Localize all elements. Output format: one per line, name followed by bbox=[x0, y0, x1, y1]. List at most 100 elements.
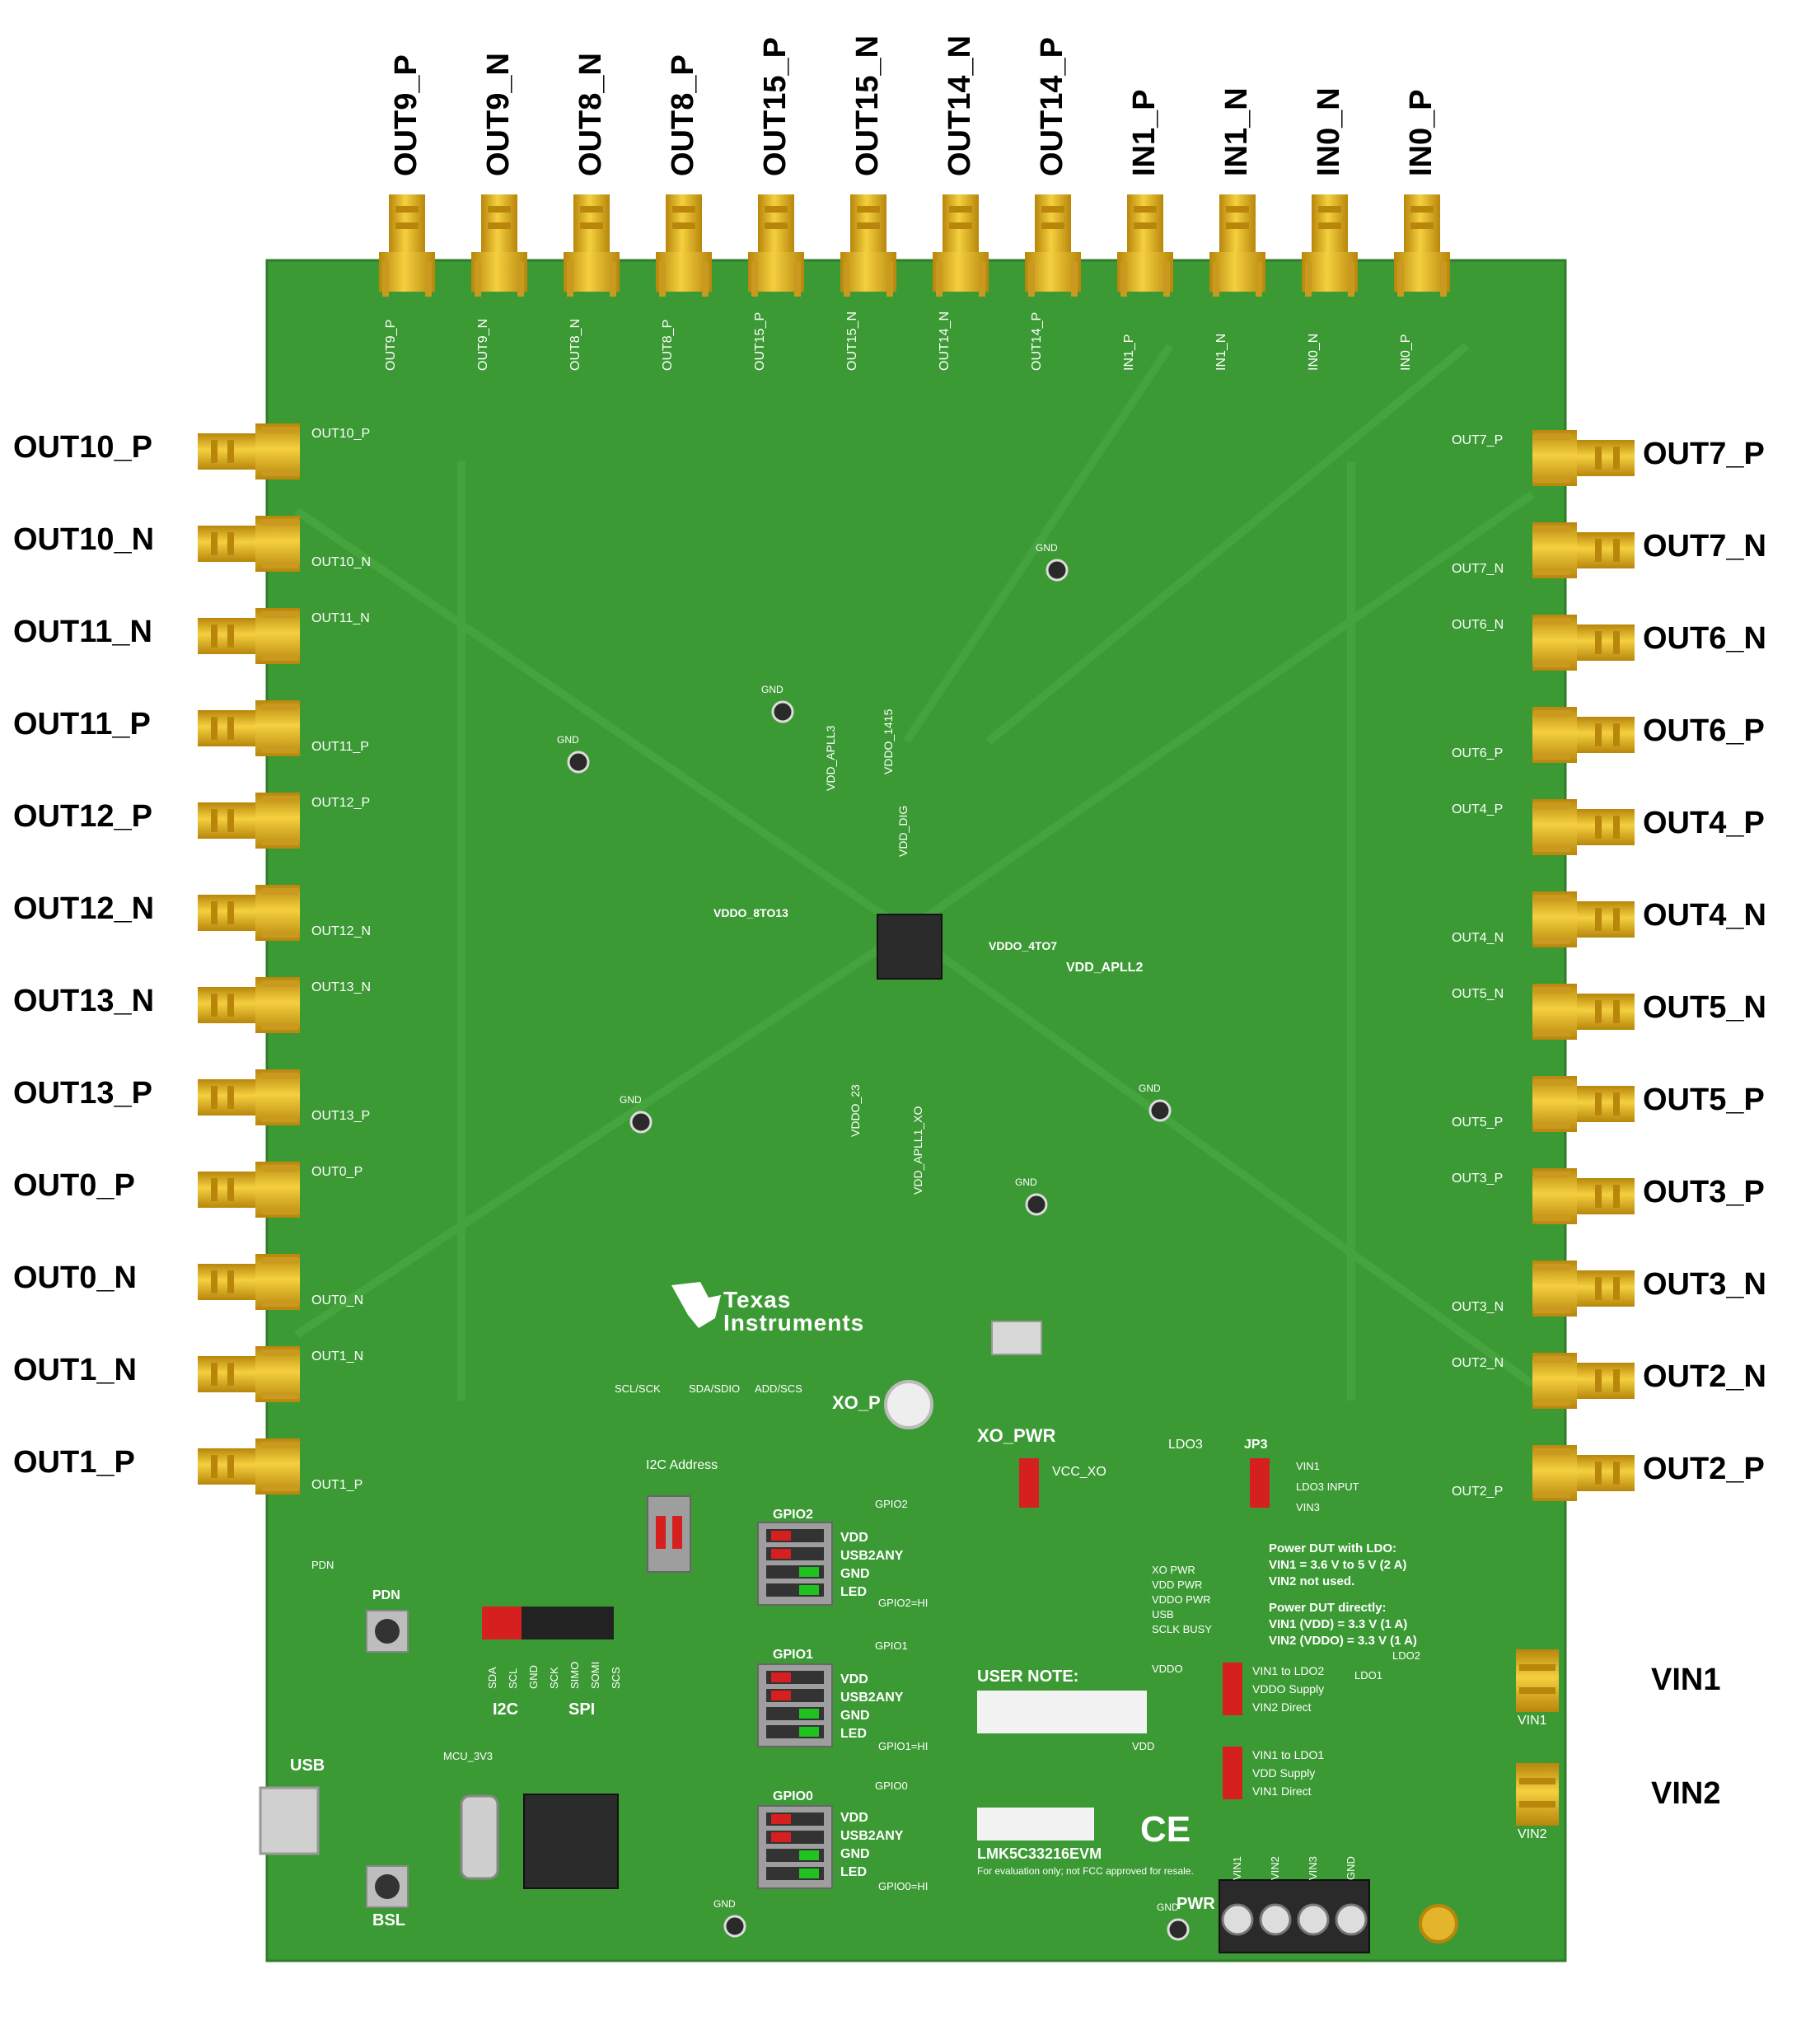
left-silk-out12-n: OUT12_N bbox=[311, 924, 372, 938]
gnd-silk-label: GND bbox=[557, 734, 579, 746]
sma-connector-out2-p bbox=[1532, 1445, 1635, 1501]
vdd-dig-label: VDD_DIG bbox=[896, 805, 910, 857]
name-box bbox=[977, 1808, 1094, 1841]
sma-connector-in0-n bbox=[1302, 194, 1358, 297]
gnd-silk-label: GND bbox=[620, 1094, 642, 1106]
right-silk-out5-n: OUT5_N bbox=[1452, 987, 1504, 1001]
gpio2-gnd: GND bbox=[840, 1567, 870, 1581]
jp2-ldo2-label: VIN1 to LDO2 bbox=[1252, 1664, 1325, 1677]
vin-label-vin2: VIN2 bbox=[1651, 1776, 1721, 1811]
vin-silk-vin1: VIN1 bbox=[1518, 1714, 1547, 1728]
gnd-test-point bbox=[567, 751, 590, 774]
terminal-label-gnd: GND bbox=[1345, 1856, 1357, 1880]
gpio0-tp: GPIO0 bbox=[875, 1780, 908, 1792]
top-silk-out8-p: OUT8_P bbox=[661, 319, 675, 371]
gpio1-label: GPIO1 bbox=[773, 1648, 813, 1662]
top-label-in1-n: IN1_N bbox=[1219, 87, 1254, 176]
top-label-in1-p: IN1_P bbox=[1127, 89, 1162, 176]
left-label-out0-n: OUT0_N bbox=[13, 1261, 137, 1295]
jp3-header bbox=[1250, 1458, 1270, 1508]
gpio2-usb2any: USB2ANY bbox=[840, 1549, 904, 1563]
right-label-out7-n: OUT7_N bbox=[1643, 529, 1766, 564]
board-disclaimer: For evaluation only; not FCC approved fo… bbox=[977, 1865, 1194, 1877]
gpio2-dip-switch bbox=[757, 1522, 833, 1606]
gnd-silk-label: GND bbox=[1139, 1083, 1161, 1094]
right-silk-out3-p: OUT3_P bbox=[1452, 1172, 1504, 1186]
top-label-out8-p: OUT8_P bbox=[666, 54, 700, 176]
status-led-usb: USB bbox=[1152, 1608, 1174, 1621]
sma-connector-out14-p bbox=[1025, 194, 1081, 297]
i2c-label: I2C bbox=[493, 1700, 519, 1719]
gpio1-dip-switch bbox=[757, 1663, 833, 1747]
jp1-direct-label: VIN1 Direct bbox=[1252, 1784, 1312, 1798]
vddo-4to7-label: VDDO_4TO7 bbox=[989, 939, 1057, 952]
sma-connector-out1-p bbox=[198, 1438, 300, 1494]
top-silk-out15-p: OUT15_P bbox=[753, 311, 767, 371]
pdn-label: PDN bbox=[372, 1588, 400, 1602]
top-silk-out8-n: OUT8_N bbox=[568, 318, 582, 371]
gpio0-vdd: VDD bbox=[840, 1811, 868, 1825]
xo-p-label: XO_P bbox=[832, 1392, 881, 1413]
gnd-silk-label: GND bbox=[1015, 1176, 1037, 1188]
status-led-vdd-pwr: VDD PWR bbox=[1152, 1579, 1203, 1591]
left-label-out11-p: OUT11_P bbox=[13, 707, 151, 741]
left-label-out12-n: OUT12_N bbox=[13, 891, 155, 926]
left-label-out1-n: OUT1_N bbox=[13, 1353, 137, 1387]
gpio0-hi-label: GPIO0=HI bbox=[878, 1880, 929, 1892]
terminal-label-vin1: VIN1 bbox=[1231, 1856, 1243, 1880]
scl-sck-label: SCL/SCK bbox=[615, 1382, 661, 1395]
right-silk-out7-p: OUT7_P bbox=[1452, 433, 1504, 447]
left-silk-out10-p: OUT10_P bbox=[311, 427, 371, 441]
jp3-ldo3-input-label: LDO3 INPUT bbox=[1296, 1480, 1359, 1493]
top-silk-in1-n: IN1_N bbox=[1214, 333, 1228, 371]
somi-label: SOMI bbox=[589, 1661, 601, 1689]
vdd-apll3-label: VDD_APLL3 bbox=[824, 725, 837, 791]
top-silk-out14-n: OUT14_N bbox=[938, 311, 952, 371]
right-silk-out6-p: OUT6_P bbox=[1452, 746, 1504, 760]
sma-connector-out6-n bbox=[1532, 615, 1635, 671]
sma-connector-out13-p bbox=[198, 1069, 300, 1125]
gpio0-dip-switch bbox=[757, 1805, 833, 1889]
top-silk-out14-p: OUT14_P bbox=[1030, 311, 1044, 371]
sma-connector-out13-n bbox=[198, 977, 300, 1033]
left-label-out0-p: OUT0_P bbox=[13, 1168, 135, 1203]
xo-pwr-label: XO_PWR bbox=[977, 1425, 1056, 1446]
brand-line2: Instruments bbox=[723, 1310, 865, 1335]
board-name: LMK5C33216EVM bbox=[977, 1845, 1102, 1862]
xo-p-connector bbox=[884, 1380, 933, 1429]
sma-connector-out11-n bbox=[198, 608, 300, 664]
scl-label: SCL bbox=[507, 1667, 519, 1689]
sma-connector-out5-n bbox=[1532, 984, 1635, 1040]
sma-connector-out0-n bbox=[198, 1254, 300, 1310]
sma-connector-out8-n bbox=[564, 194, 620, 297]
right-silk-out7-n: OUT7_N bbox=[1452, 562, 1504, 576]
sma-connector-out12-n bbox=[198, 885, 300, 941]
sma-connector-in0-p bbox=[1394, 194, 1450, 297]
status-led-xo-pwr: XO PWR bbox=[1152, 1564, 1195, 1576]
left-silk-out11-p: OUT11_P bbox=[311, 740, 369, 754]
left-label-out13-n: OUT13_N bbox=[13, 984, 155, 1018]
right-label-out3-p: OUT3_P bbox=[1643, 1175, 1765, 1209]
left-label-out13-p: OUT13_P bbox=[13, 1076, 152, 1111]
gpio2-vdd: VDD bbox=[840, 1531, 868, 1545]
left-silk-out11-n: OUT11_N bbox=[311, 611, 370, 625]
power-note-line: VIN1 (VDD) = 3.3 V (1 A) bbox=[1269, 1617, 1408, 1631]
right-label-out4-n: OUT4_N bbox=[1643, 898, 1766, 933]
left-silk-out1-n: OUT1_N bbox=[311, 1349, 364, 1363]
mcu-ic bbox=[523, 1794, 619, 1889]
vcc-xo-label: VCC_XO bbox=[1052, 1465, 1106, 1479]
terminal-label-vin3: VIN3 bbox=[1307, 1856, 1319, 1880]
jp2-direct-label: VIN2 Direct bbox=[1252, 1700, 1312, 1714]
vdd-apll1-xo-label: VDD_APLL1_XO bbox=[911, 1106, 924, 1195]
sma-connector-out11-p bbox=[198, 700, 300, 756]
mcu-3v3-label: MCU_3V3 bbox=[443, 1750, 493, 1762]
left-silk-out13-p: OUT13_P bbox=[311, 1109, 371, 1123]
mounting-hole bbox=[1419, 1904, 1458, 1943]
terminal-label-vin2: VIN2 bbox=[1269, 1856, 1281, 1880]
status-led-vddo-pwr: VDDO PWR bbox=[1152, 1593, 1211, 1606]
sma-connector-out15-n bbox=[840, 194, 896, 297]
bsl-label: BSL bbox=[372, 1911, 405, 1929]
sma-connector-out4-p bbox=[1532, 799, 1635, 855]
i2c-address-label: I2C Address bbox=[646, 1458, 718, 1472]
vddo-23-label: VDDO_23 bbox=[849, 1084, 862, 1137]
